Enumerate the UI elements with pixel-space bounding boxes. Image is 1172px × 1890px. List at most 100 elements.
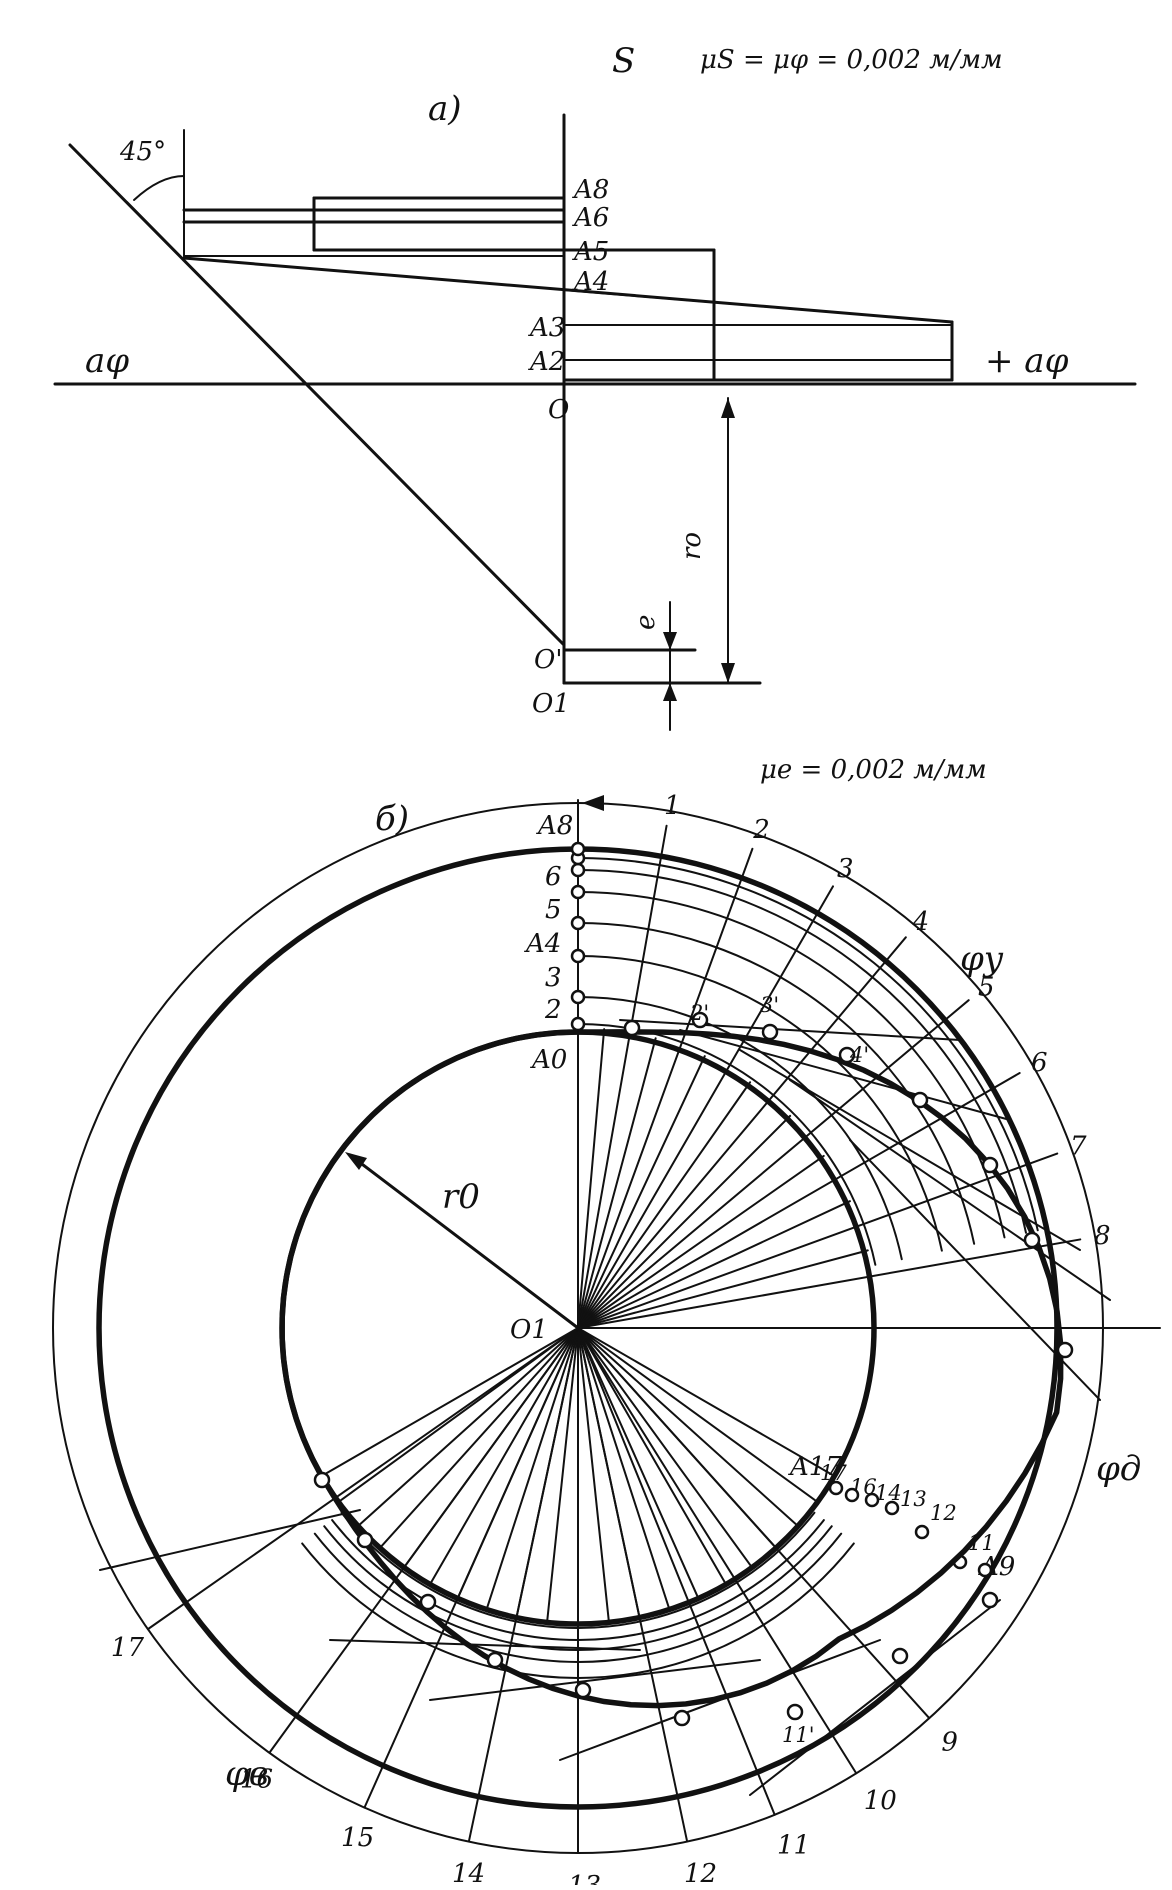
level-label-a2: A2 [528, 347, 565, 377]
level-label-a3: A3 [528, 313, 565, 343]
profile-point [1056, 1341, 1074, 1359]
return-division-ray [577, 1327, 776, 1816]
return-tangent-line [559, 1639, 881, 1761]
arrow-up-ro [721, 398, 735, 418]
primed-rise-label: 2' [689, 1001, 709, 1025]
return-fan-ray [337, 1327, 579, 1503]
rise-division-label: 2 [752, 815, 770, 845]
profile-point [313, 1471, 331, 1489]
rise-division-ray [577, 824, 668, 1329]
rise-division-ray [577, 1072, 1021, 1329]
rise-level-marker [570, 1016, 586, 1032]
rise-level-arc [577, 891, 1006, 1239]
arrow-e-top [663, 632, 677, 650]
return-division-label: 15 [341, 1823, 374, 1853]
fan-ray [577, 1200, 851, 1329]
dimension-ro-label: ro [677, 532, 707, 560]
inner-return-point [914, 1524, 930, 1540]
level-a4-slope-2 [563, 289, 953, 323]
return-level-arc [313, 1532, 843, 1663]
profile-point [419, 1593, 437, 1611]
scale-top: μS = μφ = 0,002 м/мм [700, 45, 1003, 75]
return-fan-ray [378, 1327, 579, 1549]
return-tangent-line [749, 1599, 1001, 1796]
inner-return-point [977, 1562, 993, 1578]
return-division-ray [146, 1327, 579, 1631]
profile-point [673, 1709, 691, 1727]
fan-ray [577, 1081, 752, 1329]
rise-level-3: 3 [545, 963, 562, 993]
return-division-label: 17 [111, 1633, 145, 1663]
rise-division-label: 8 [1094, 1221, 1111, 1251]
angle-arc [133, 175, 185, 201]
return-division-label: 11 [777, 1830, 810, 1860]
profile-point [486, 1651, 504, 1669]
profile-point [838, 1046, 856, 1064]
profile-point [691, 1011, 709, 1029]
rise-level-marker [570, 862, 586, 878]
profile-point [911, 1091, 929, 1109]
fan-ray [577, 1055, 706, 1329]
return-fan-ray [357, 1327, 579, 1528]
return-division-label: 14 [452, 1859, 485, 1885]
return-fan-ray [515, 1327, 579, 1619]
rise-division-ray [577, 1238, 1082, 1329]
origin-prime-label: O' [534, 645, 562, 675]
inner-return-point [828, 1480, 844, 1496]
diagonal-45-line [68, 143, 566, 647]
return-fan-ray [320, 1327, 579, 1477]
angle-label: 45° [119, 137, 166, 167]
r0-arrow [345, 1152, 367, 1170]
return-division-label: 9 [941, 1728, 958, 1758]
rise-level-a4: A4 [524, 929, 561, 959]
rise-division-label: 7 [1070, 1132, 1087, 1162]
return-tangent-line [429, 1659, 761, 1701]
phi-return-label: φв [225, 1754, 269, 1794]
profile-point [356, 1531, 374, 1549]
inner-return-label: 14 [875, 1481, 902, 1505]
profile-point [574, 1681, 592, 1699]
rise-level-marker [570, 884, 586, 900]
rise-level-arc [577, 869, 1027, 1234]
tangent-line [679, 1029, 1011, 1121]
r0-radius-line [348, 1153, 580, 1330]
return-tangent-line [329, 1639, 641, 1651]
return-fan-ray [577, 1327, 641, 1619]
part-a-label: a) [428, 89, 462, 129]
return-level-arc [340, 1511, 816, 1630]
return-division-label: 12 [684, 1859, 717, 1885]
tangent-line [849, 1139, 1101, 1401]
return-fan-ray [577, 1327, 610, 1624]
rise-division-ray [577, 1152, 1059, 1329]
dimension-e-label: e [631, 615, 661, 630]
fan-ray [577, 1249, 869, 1329]
arrow-down-ro [721, 663, 735, 683]
rise-division-label: 3 [837, 854, 854, 884]
fan-ray [577, 1114, 792, 1329]
profile-point [981, 1156, 999, 1174]
tangent-line [789, 1079, 1111, 1301]
profile-point [981, 1591, 999, 1609]
primed-rise-label: 3' [760, 993, 779, 1017]
fan-ray [577, 1028, 606, 1329]
rise-level-marker [570, 989, 586, 1005]
origin-1-label: O1 [532, 689, 570, 719]
fan-ray [577, 1037, 657, 1329]
symbol-s: S [612, 41, 635, 81]
center-label: O1 [510, 1315, 548, 1345]
return-fan-ray [577, 1327, 671, 1611]
profile-point [1023, 1231, 1041, 1249]
return-division-label: 16 [240, 1764, 273, 1794]
profile-point [761, 1023, 779, 1041]
return-fan-ray [577, 1327, 700, 1600]
inner-return-point [884, 1500, 900, 1516]
point-a17: A17 [788, 1452, 842, 1482]
cam-construction-lines: 12345678910111213141516171716141312112'3… [99, 791, 1111, 1890]
return-fan-ray [429, 1327, 579, 1586]
rise-level-marker [570, 948, 586, 964]
rise-division-label: 1 [664, 791, 681, 821]
inner-return-label: 12 [930, 1501, 957, 1525]
axis-right-label: + aφ [985, 341, 1069, 381]
rise-level-arc [577, 955, 943, 1252]
inner-return-label: 13 [900, 1487, 927, 1511]
